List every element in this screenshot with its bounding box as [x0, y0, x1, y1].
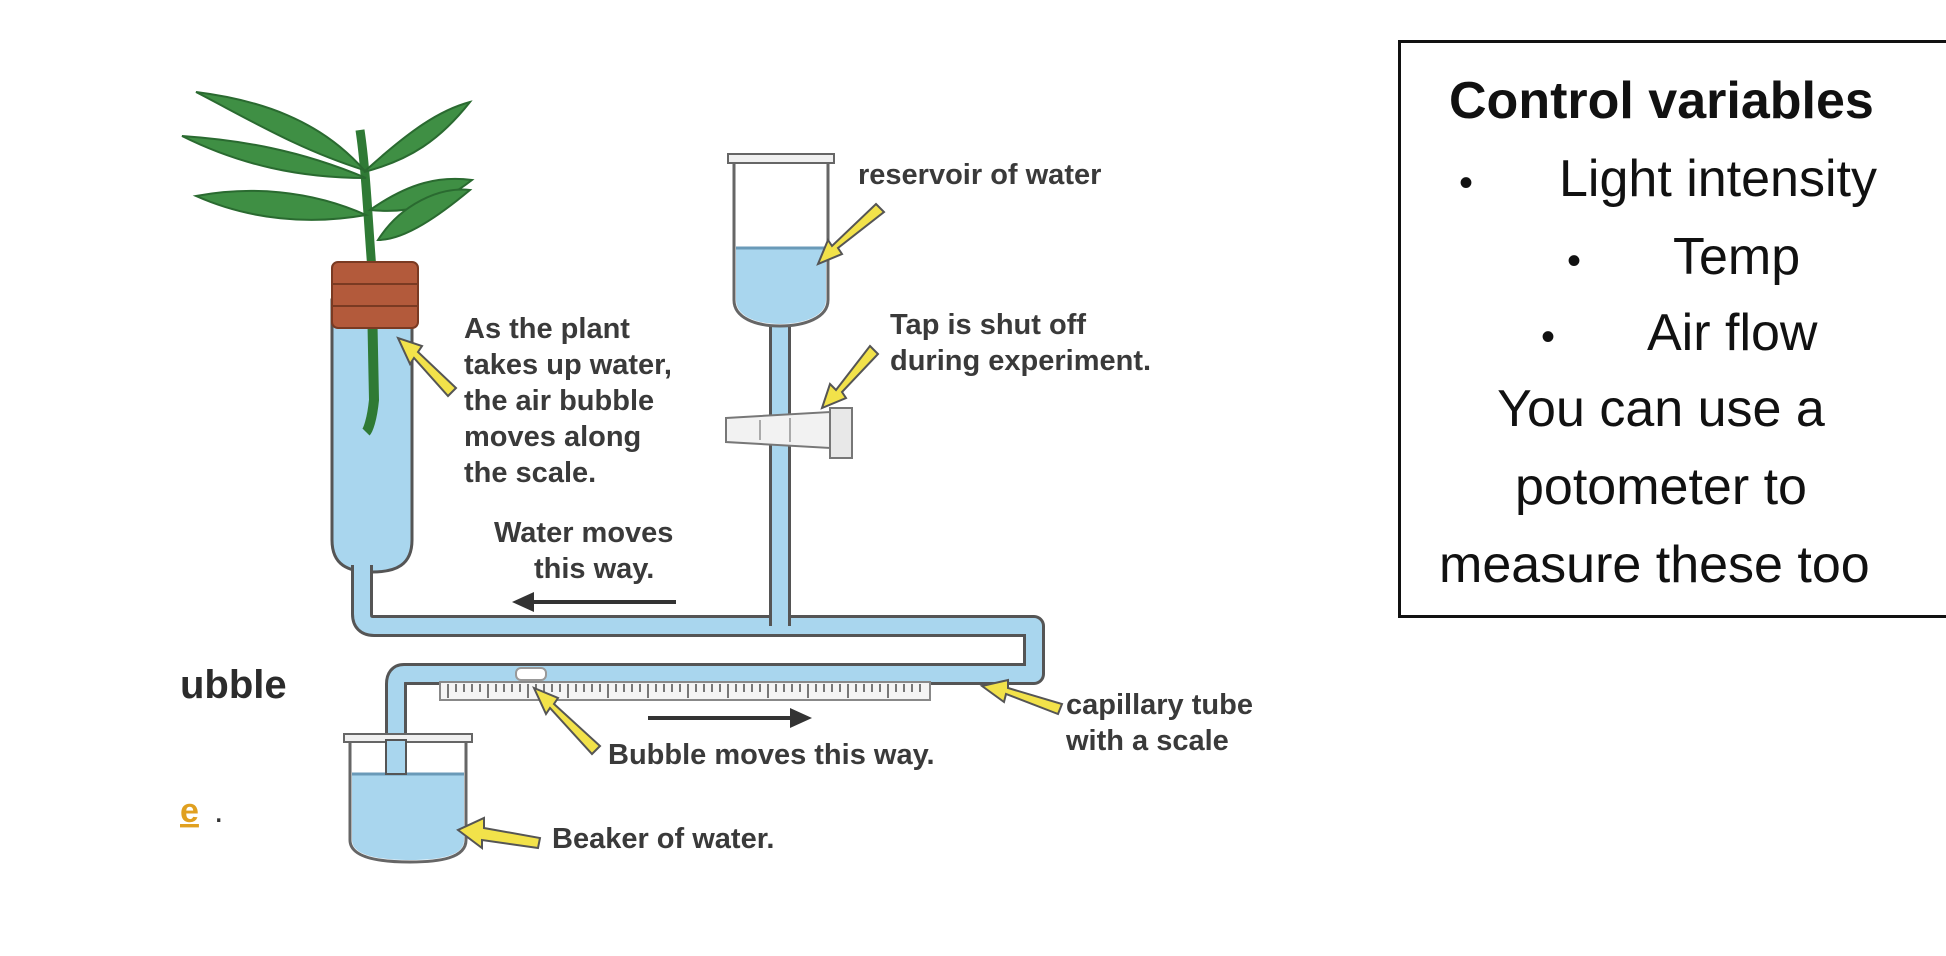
label-bubble-moves: Bubble moves this way. — [608, 739, 935, 771]
control-variables-title: Control variables — [1449, 72, 1874, 130]
bubble-direction-arrow — [648, 708, 812, 728]
note-line: measure these too — [1439, 536, 1870, 594]
plant — [181, 91, 475, 271]
leaf-icon — [192, 189, 370, 221]
pointer-tap-arrow — [820, 344, 880, 410]
label-reservoir: reservoir of water — [858, 159, 1101, 191]
label-plant-line2: takes up water, — [464, 349, 672, 381]
leaf-icon — [367, 177, 475, 212]
note-line: You can use a — [1497, 380, 1825, 438]
pointer-plant-arrow — [396, 336, 458, 398]
pointer-capillary-arrow — [979, 678, 1064, 716]
beaker — [343, 733, 473, 864]
pointer-bubble-arrow — [532, 686, 602, 756]
water-direction-arrow — [512, 592, 676, 612]
pointer-beaker-arrow — [456, 816, 542, 850]
cut-off-word: ubble — [180, 663, 287, 707]
label-water-line1: Water moves — [494, 517, 673, 549]
reservoir — [727, 153, 835, 328]
note-line: potometer to — [1515, 458, 1807, 516]
label-capillary-line1: capillary tube — [1066, 689, 1253, 721]
leaf-icon — [363, 100, 473, 173]
bullet-icon: • — [1567, 239, 1582, 283]
tap — [725, 407, 853, 459]
label-plant-line4: moves along — [464, 421, 641, 453]
capillary-scale — [439, 667, 931, 701]
bullet-icon: • — [1541, 315, 1556, 359]
label-plant-line5: the scale. — [464, 457, 596, 489]
cut-off-link-letter: e — [180, 792, 199, 830]
label-plant-line1: As the plant — [464, 313, 630, 345]
control-item: Air flow — [1647, 304, 1818, 362]
pointer-reservoir-arrow — [816, 202, 886, 266]
label-tap-line2: during experiment. — [890, 345, 1151, 377]
bung — [331, 261, 419, 329]
label-water-line2: this way. — [534, 553, 654, 585]
leaf-icon — [181, 135, 367, 179]
leaf-icon — [376, 188, 473, 242]
tubing — [351, 318, 1045, 748]
label-beaker: Beaker of water. — [552, 823, 774, 855]
leaf-icon — [195, 91, 368, 173]
label-plant-line3: the air bubble — [464, 385, 654, 417]
bullet-icon: • — [1459, 161, 1474, 205]
air-bubble — [515, 667, 547, 681]
cut-off-period: . — [214, 792, 223, 830]
control-item: Temp — [1673, 228, 1801, 286]
label-capillary-line2: with a scale — [1065, 725, 1229, 757]
label-tap-line1: Tap is shut off — [890, 309, 1086, 341]
plant-tube — [330, 261, 419, 574]
control-variables-box: Control variables • Light intensity • Te… — [1398, 40, 1946, 618]
control-item: Light intensity — [1559, 150, 1877, 208]
